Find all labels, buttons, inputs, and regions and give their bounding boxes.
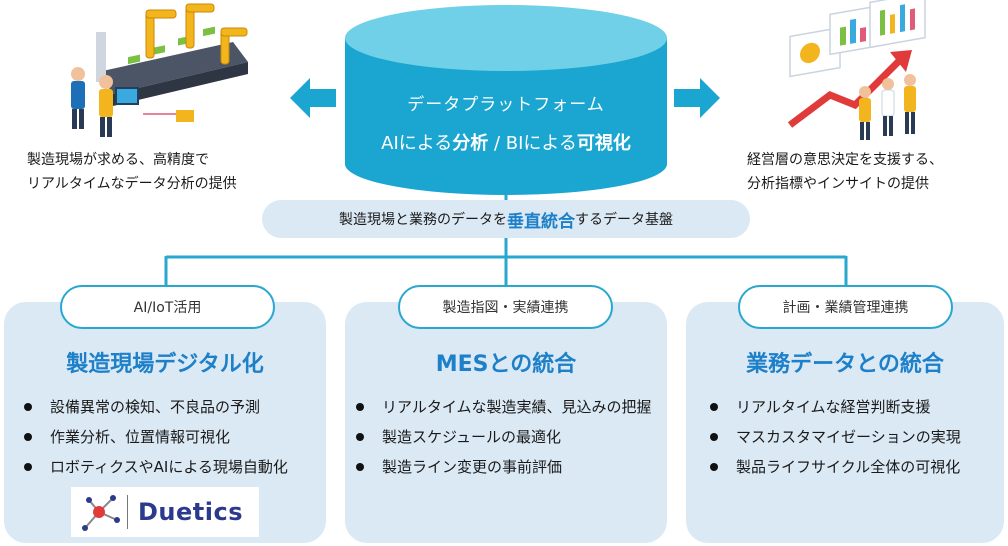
logo-divider [127,495,128,529]
duetics-mark-icon [82,495,120,531]
pill-manufacturing-order: 製造指図・実績連携 [398,285,613,329]
banner-text: 製造現場と業務のデータを [339,212,507,228]
list-item: 製造ライン変更の事前評価 [356,452,652,482]
right-description-line: 分析指標やインサイトの提供 [747,176,929,192]
left-description: 製造現場が求める、高精度で リアルタイムなデータ分析の提供 [27,148,327,196]
list-item: 設備異常の検知、不良品の予測 [24,392,288,422]
pill-ai-iot: AI/IoT活用 [60,285,275,329]
panel-heading: 業務データとの統合 [746,352,944,377]
business-analytics-illustration [787,0,926,140]
integration-banner: 製造現場と業務のデータを垂直統合するデータ基盤 [262,200,750,238]
logo-text: Duetics [138,498,243,526]
list-item: 製造スケジュールの最適化 [356,422,652,452]
list-item: マスカスタマイゼーションの実現 [710,422,961,452]
left-description-line: リアルタイムなデータ分析の提供 [27,176,237,192]
list-item: ロボティクスやAIによる現場自動化 [24,452,288,482]
bullet-list: リアルタイムな製造実績、見込みの把握 製造スケジュールの最適化 製造ライン変更の… [356,392,652,482]
panel-mes-integration [345,302,667,543]
list-item: 作業分析、位置情報可視化 [24,422,288,452]
platform-title: データプラットフォーム [407,95,605,115]
panel-heading: 製造現場デジタル化 [66,352,264,377]
right-description: 経営層の意思決定を支援する、 分析指標やインサイトの提供 [747,148,1007,196]
panel-business-data-integration [686,302,1004,543]
right-description-line: 経営層の意思決定を支援する、 [747,152,943,168]
factory-robots-illustration [71,3,248,137]
panel-heading: MESとの統合 [435,352,577,377]
banner-accent: 垂直統合 [507,211,575,232]
list-item: リアルタイムな経営判断支援 [710,392,961,422]
banner-text-end: するデータ基盤 [575,212,673,228]
list-item: リアルタイムな製造実績、見込みの把握 [356,392,652,422]
left-description-line: 製造現場が求める、高精度で [27,152,209,168]
duetics-logo: Duetics [71,487,259,537]
arrow-right-icon [674,78,720,118]
database-cylinder-icon [345,5,667,195]
list-item: 製品ライフサイクル全体の可視化 [710,452,961,482]
bullet-list: リアルタイムな経営判断支援 マスカスタマイゼーションの実現 製品ライフサイクル全… [710,392,961,482]
bullet-list: 設備異常の検知、不良品の予測 作業分析、位置情報可視化 ロボティクスやAIによる… [24,392,288,482]
arrow-left-icon [290,78,336,118]
pill-planning-performance: 計画・業績管理連携 [738,285,953,329]
platform-subtitle: AIによる分析 / BIによる可視化 [381,133,631,154]
